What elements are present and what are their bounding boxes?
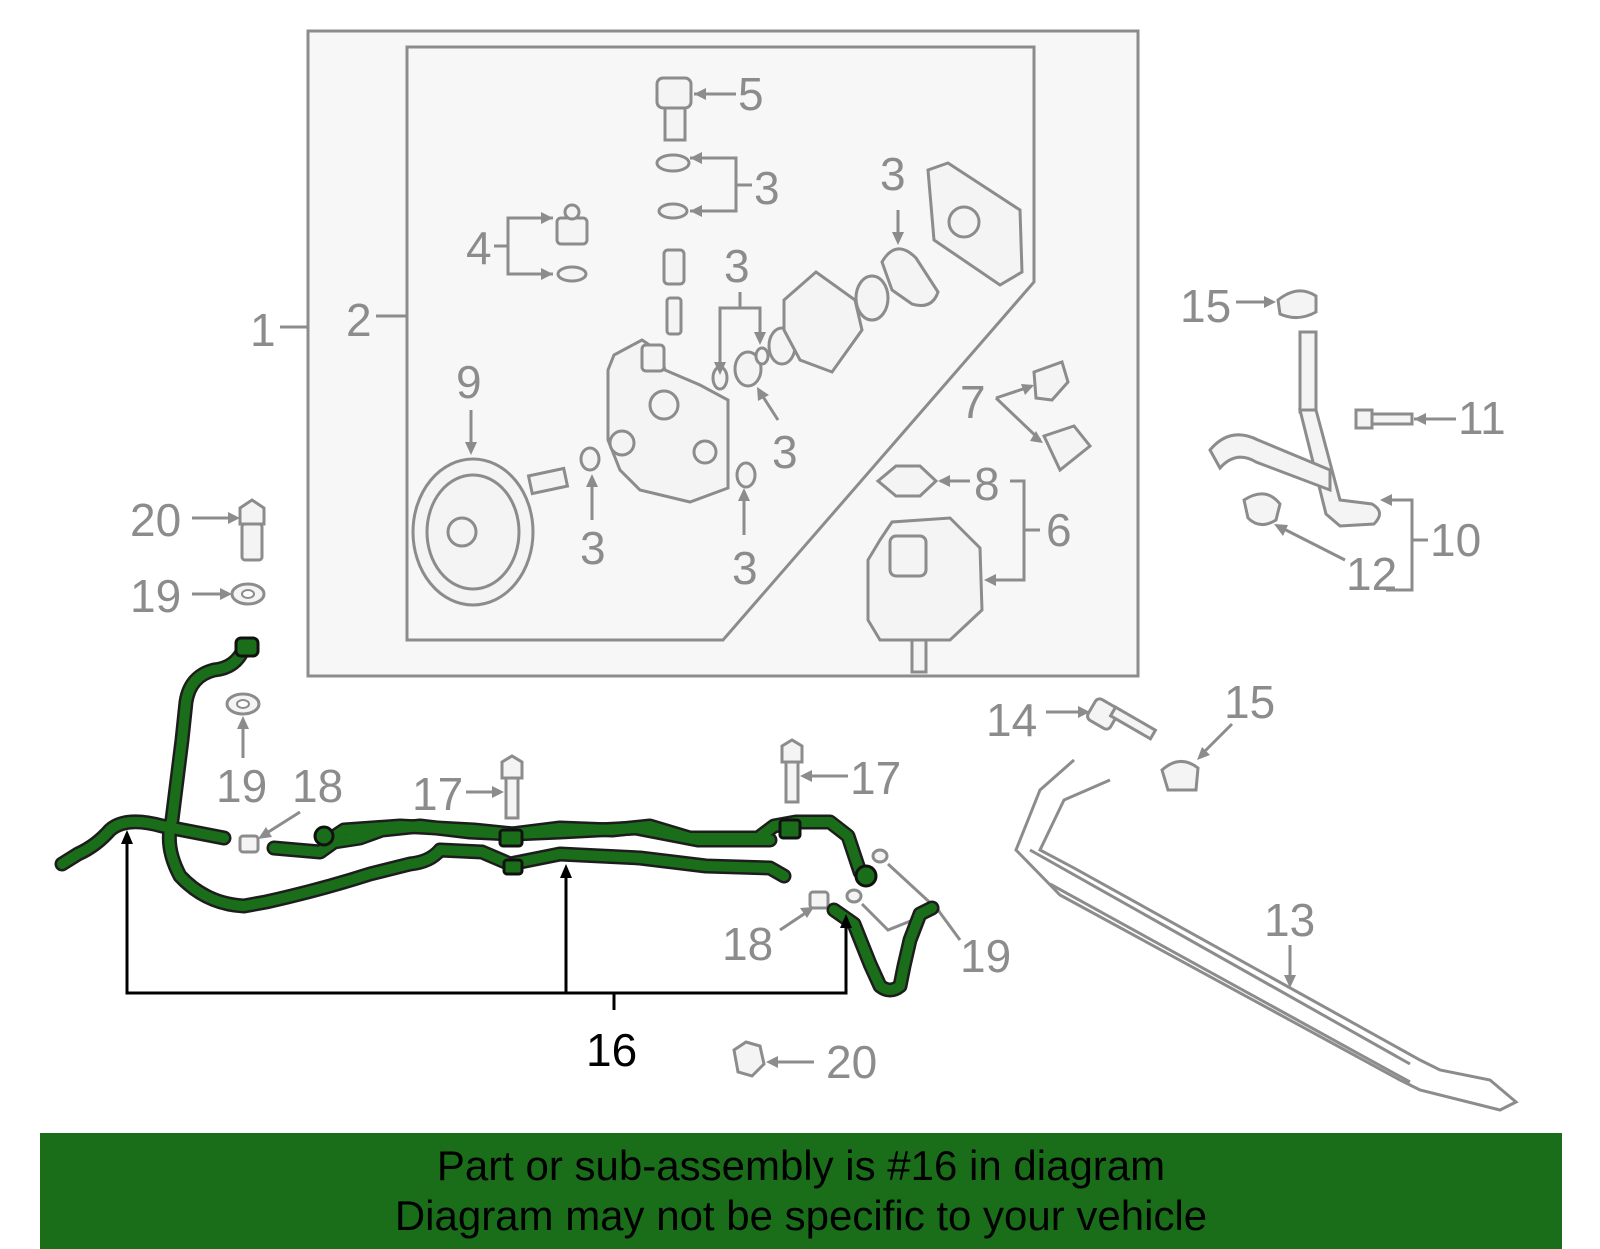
bolt-11	[1354, 408, 1456, 430]
fitting-14	[1046, 697, 1158, 741]
callout-3-right: 3	[772, 426, 798, 478]
callout-3-plate: 3	[880, 148, 906, 200]
pressure-pipe-10	[1208, 330, 1428, 592]
callout-6: 6	[1046, 504, 1072, 556]
callout-11: 11	[1458, 392, 1506, 444]
clamp-15-top	[1236, 289, 1318, 319]
callout-4: 4	[466, 222, 492, 274]
reservoir-cap-8	[875, 464, 970, 498]
callout-3-lower-right: 3	[732, 542, 758, 594]
pressure-hose-16[interactable]	[54, 636, 940, 998]
banner-line-2: Diagram may not be specific to your vehi…	[394, 1192, 1208, 1239]
callout-8: 8	[974, 458, 1000, 510]
callout-3-mid: 3	[724, 240, 750, 292]
cooler-line-13	[1014, 758, 1519, 1112]
callout-16: 16	[586, 1024, 637, 1076]
callout-15-bottom: 15	[1224, 676, 1275, 728]
bolt-17-right	[780, 738, 848, 804]
callout-5: 5	[738, 68, 764, 120]
callout-9: 9	[456, 356, 482, 408]
banjo-bolt-20-bottom	[732, 1040, 814, 1078]
callout-14: 14	[986, 694, 1037, 746]
footer-banner: Part or sub-assembly is #16 in diagram D…	[40, 1133, 1562, 1249]
bolt-17-left	[466, 754, 524, 820]
callout-17-left: 17	[412, 768, 463, 820]
callout-12: 12	[1346, 548, 1397, 600]
washer-19-lower	[225, 692, 261, 758]
callout-7: 7	[960, 376, 986, 428]
flow-valve-4	[494, 203, 589, 283]
clamp-12	[1242, 492, 1346, 562]
fitting-18-left	[238, 834, 260, 854]
washer-19-left	[192, 582, 266, 606]
banner-line-1: Part or sub-assembly is #16 in diagram	[436, 1142, 1166, 1189]
callout-19-right: 19	[960, 930, 1011, 982]
callout-18-right: 18	[722, 918, 773, 970]
callout-3-lower-left: 3	[580, 522, 606, 574]
pressure-fitting-5	[655, 76, 736, 142]
pump-body	[606, 338, 730, 504]
clip-7	[994, 360, 1093, 473]
banjo-bolt-20-left	[192, 498, 266, 562]
callout-10: 10	[1430, 514, 1481, 566]
callout-15-top: 15	[1180, 280, 1231, 332]
fitting-18-right	[808, 890, 830, 910]
callout-13: 13	[1264, 894, 1315, 946]
callout-20-left: 20	[130, 494, 181, 546]
pulley-9	[411, 457, 570, 607]
callout-3-top: 3	[754, 162, 780, 214]
callout-18-left: 18	[292, 760, 343, 812]
callout-17-right: 17	[850, 752, 901, 804]
clamp-15-bottom	[1160, 722, 1234, 792]
callout-16-bracket	[121, 830, 852, 1010]
callout-19-left: 19	[130, 570, 181, 622]
callout-19-lower: 19	[216, 760, 267, 812]
callout-2: 2	[346, 294, 372, 346]
callout-20-bottom: 20	[826, 1036, 877, 1088]
callout-1: 1	[250, 304, 276, 356]
reservoir-6	[866, 479, 1040, 674]
